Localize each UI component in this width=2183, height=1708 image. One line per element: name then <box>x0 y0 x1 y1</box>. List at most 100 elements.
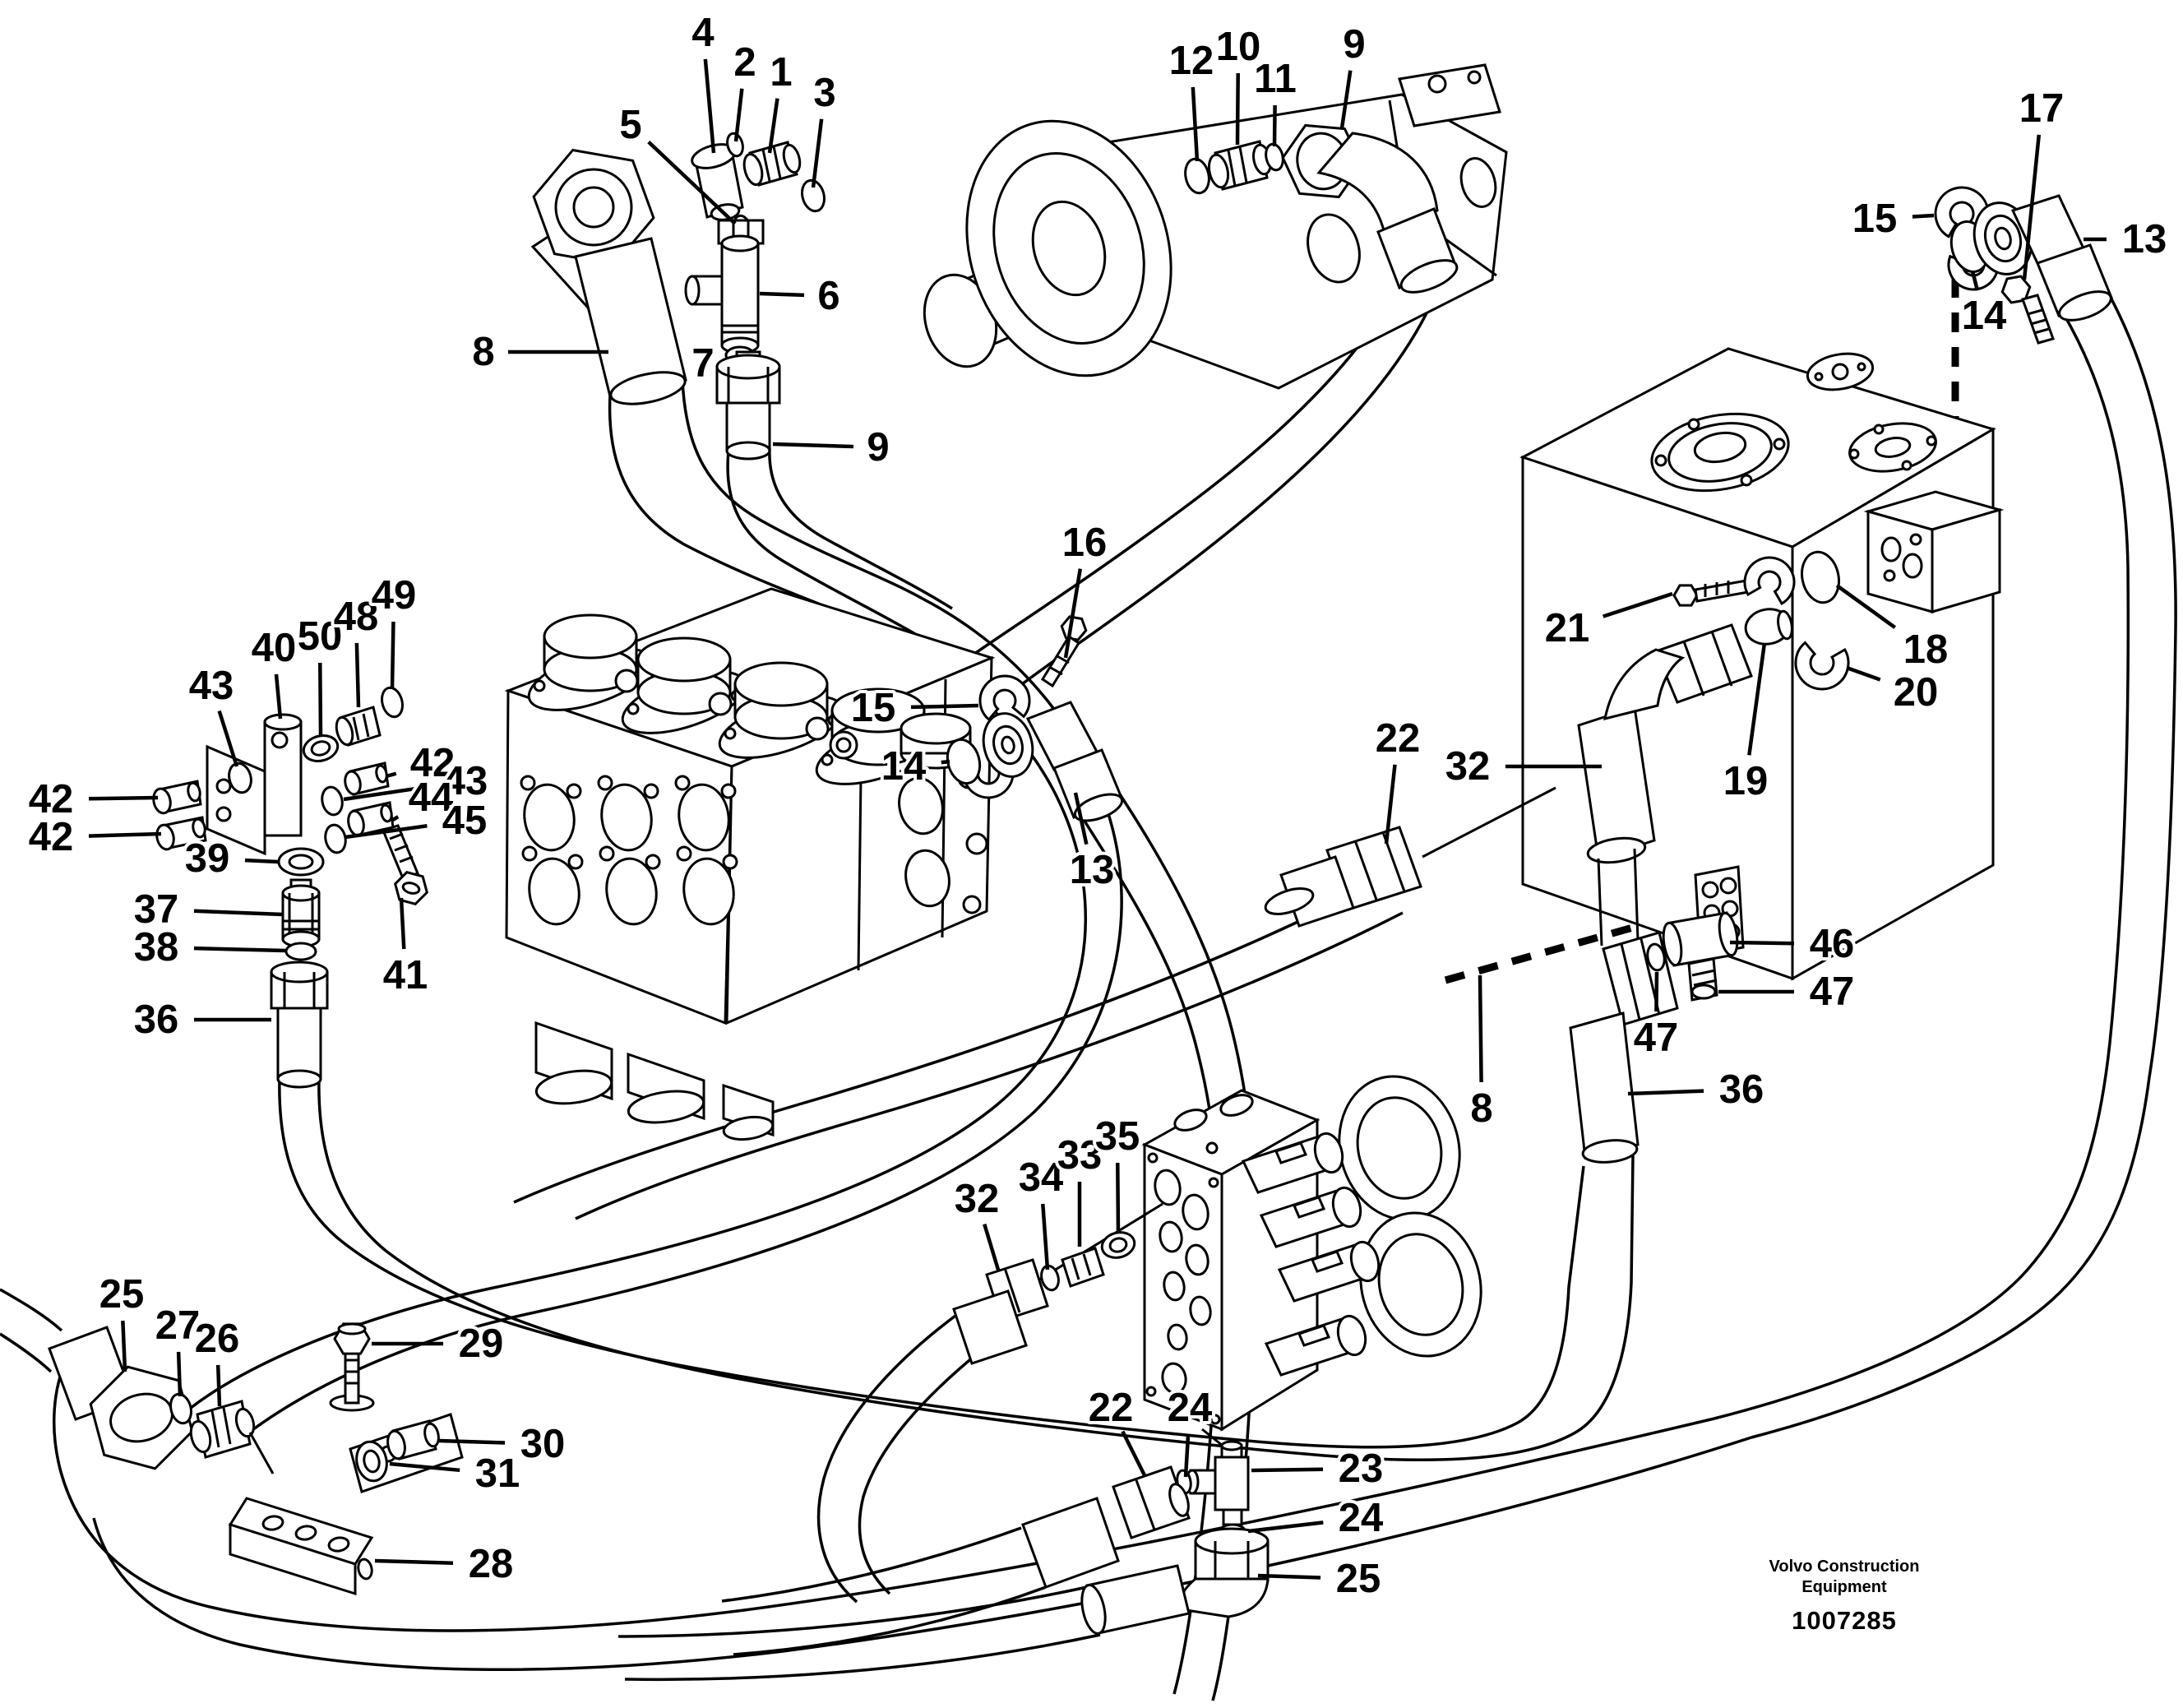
callout-6: 6 <box>759 271 844 322</box>
bracket-40-assembly <box>152 686 428 1089</box>
callout-label: 39 <box>185 836 230 881</box>
callout-9: 9 <box>772 422 893 473</box>
callout-4: 4 <box>688 7 718 154</box>
callout-28: 28 <box>374 1539 516 1590</box>
pump-inlet-fittings <box>530 132 826 461</box>
callout-label: 32 <box>955 1177 1000 1221</box>
callout-18: 18 <box>1835 584 1951 675</box>
callout-27: 27 <box>152 1300 203 1397</box>
callout-label: 47 <box>1810 970 1855 1014</box>
callout-label: 35 <box>1095 1114 1140 1159</box>
valve-outlet-flange <box>946 615 1124 822</box>
callout-8: 8 <box>1467 974 1496 1134</box>
callout-label: 42 <box>410 741 456 785</box>
callout-label: 8 <box>1470 1086 1492 1131</box>
callout-39: 39 <box>182 833 279 884</box>
callout-10: 10 <box>1213 21 1264 146</box>
callout-43: 43 <box>343 756 491 807</box>
callout-25: 25 <box>1257 1553 1384 1604</box>
callout-label: 22 <box>1089 1386 1134 1430</box>
callout-12: 12 <box>1166 35 1217 162</box>
callout-label: 12 <box>1169 39 1214 83</box>
hydraulic-tank <box>1519 347 2005 981</box>
callout-32: 32 <box>1442 741 1602 792</box>
callout-label: 7 <box>691 341 714 386</box>
callout-36: 36 <box>1627 1064 1767 1115</box>
tank-return-flange-top <box>1934 186 2113 345</box>
callout-label: 28 <box>469 1542 514 1586</box>
callout-13: 13 <box>2084 214 2170 265</box>
brand-name-line1: Volvo Construction <box>1769 1558 1920 1576</box>
callout-22: 22 <box>1085 1382 1147 1477</box>
callout-label: 15 <box>1852 197 1898 241</box>
callout-23: 23 <box>1251 1443 1386 1494</box>
callout-label: 18 <box>1903 627 1949 672</box>
callout-label: 22 <box>1376 716 1421 761</box>
callout-label: 6 <box>817 274 839 318</box>
callout-label: 33 <box>1057 1133 1103 1178</box>
callout-19: 19 <box>1720 642 1771 807</box>
callout-34: 34 <box>1015 1152 1066 1271</box>
callout-label: 13 <box>1070 848 1115 892</box>
callout-42: 42 <box>25 812 162 863</box>
callout-label: 34 <box>1019 1155 1064 1200</box>
callout-13: 13 <box>1066 792 1117 896</box>
callout-38: 38 <box>131 922 286 973</box>
callout-45: 45 <box>345 795 490 846</box>
callout-label: 47 <box>1634 1016 1679 1060</box>
callout-label: 15 <box>851 686 896 730</box>
callout-21: 21 <box>1542 591 1673 654</box>
callout-label: 23 <box>1339 1446 1384 1491</box>
callout-label: 26 <box>195 1317 240 1361</box>
callout-label: 20 <box>1894 670 1939 715</box>
callout-5: 5 <box>616 100 737 225</box>
callout-label: 13 <box>2122 217 2167 262</box>
callout-label: 29 <box>459 1322 504 1366</box>
callout-label: 30 <box>520 1422 566 1466</box>
callout-label: 9 <box>867 425 889 470</box>
callout-42: 42 <box>386 738 458 789</box>
callout-label: 40 <box>252 626 297 670</box>
callout-3: 3 <box>810 67 839 188</box>
main-control-valve-block <box>504 587 996 1141</box>
callout-30: 30 <box>438 1419 568 1470</box>
callout-label: 46 <box>1810 922 1855 966</box>
bracket-28-assembly <box>48 1322 464 1596</box>
callout-16: 16 <box>1059 517 1110 659</box>
callout-44: 44 <box>390 772 456 823</box>
callout-48: 48 <box>331 591 382 708</box>
callout-label: 14 <box>1962 294 2007 338</box>
callout-label: 37 <box>134 887 179 932</box>
callout-label: 27 <box>155 1303 201 1348</box>
callout-label: 31 <box>475 1451 520 1496</box>
callout-22: 22 <box>1372 713 1423 845</box>
callout-14: 14 <box>878 741 950 792</box>
callout-1: 1 <box>766 47 796 154</box>
callout-8: 8 <box>469 326 608 377</box>
hose-runs <box>0 262 2177 1701</box>
figure-number: 1007285 <box>1792 1606 1897 1635</box>
callout-label: 24 <box>1168 1386 1213 1430</box>
callout-label: 36 <box>134 997 179 1042</box>
callout-label: 21 <box>1545 606 1590 650</box>
callout-32: 32 <box>951 1173 1002 1271</box>
callout-label: 17 <box>2019 86 2065 131</box>
callout-label: 19 <box>1723 759 1769 803</box>
callout-label: 14 <box>881 744 927 789</box>
callout-25: 25 <box>96 1269 147 1372</box>
callout-49: 49 <box>368 570 419 690</box>
callout-label: 9 <box>1343 22 1365 67</box>
callout-11: 11 <box>1251 53 1300 147</box>
callout-33: 33 <box>1054 1130 1105 1247</box>
callout-label: 45 <box>442 798 488 843</box>
callout-label: 48 <box>334 595 379 639</box>
pump-outlet-fittings <box>1184 123 1459 294</box>
callout-36: 36 <box>131 994 271 1045</box>
callout-label: 42 <box>29 815 74 859</box>
callout-37: 37 <box>131 884 284 935</box>
callout-label: 25 <box>99 1272 145 1317</box>
callout-43: 43 <box>186 660 239 767</box>
callout-label: 43 <box>443 759 488 803</box>
